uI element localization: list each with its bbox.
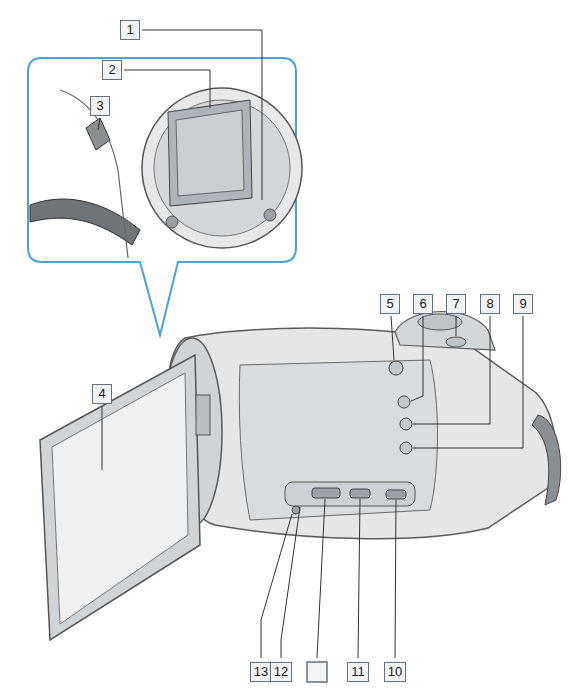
- callout-number: 3: [90, 96, 110, 116]
- callout-number: 6: [413, 294, 433, 314]
- body-edge: [60, 90, 128, 258]
- microphone: [264, 209, 276, 221]
- photo-button: [446, 337, 466, 347]
- leader-line: [456, 316, 457, 336]
- microphone: [166, 216, 178, 228]
- leader-line: [98, 118, 100, 130]
- lens-strap-knob: [86, 118, 110, 150]
- connector-port: [312, 488, 340, 498]
- menu-button: [400, 442, 412, 454]
- leader-line: [411, 316, 423, 401]
- leader-line: [358, 499, 360, 658]
- leader-line: [281, 507, 300, 658]
- lens-ring: [142, 88, 302, 248]
- leader-lines: [98, 30, 523, 658]
- camcorder-body: [167, 328, 556, 539]
- lens-inner: [154, 100, 290, 236]
- callout-number: 9: [513, 294, 533, 314]
- callout-number: 7: [446, 294, 466, 314]
- side-panel: [239, 360, 437, 520]
- lcd-screen: [52, 373, 188, 624]
- leader-line: [142, 30, 262, 200]
- mode-button: [400, 418, 412, 430]
- hand-strap: [532, 415, 561, 505]
- connector-port: [386, 490, 406, 499]
- callout-number: 4: [92, 384, 112, 404]
- top-handle: [395, 311, 495, 350]
- leader-line: [391, 316, 394, 360]
- leader-line: [124, 70, 210, 108]
- callout-number: 1: [120, 20, 140, 40]
- connector-port: [350, 489, 370, 498]
- callout-number: 12: [270, 662, 292, 682]
- lens-glass: [176, 110, 244, 196]
- callout-number: 2: [102, 60, 122, 80]
- zoom-lever: [418, 314, 462, 330]
- callout-number: 11: [347, 662, 369, 682]
- callout-number: 8: [480, 294, 500, 314]
- leader-line: [413, 316, 523, 448]
- callout-number: 10: [384, 662, 406, 682]
- leader-line: [395, 500, 396, 658]
- leader-line: [261, 514, 292, 658]
- leader-line: [413, 316, 490, 424]
- display-button: [398, 396, 410, 408]
- lens-cover: [168, 100, 252, 206]
- lcd-panel: [40, 355, 200, 640]
- callout-box: [307, 662, 327, 682]
- power-button: [389, 361, 403, 375]
- leader-line: [317, 499, 325, 658]
- leader-line: [102, 406, 103, 470]
- lcd-hinge: [196, 395, 210, 435]
- callout-number: 5: [380, 294, 400, 314]
